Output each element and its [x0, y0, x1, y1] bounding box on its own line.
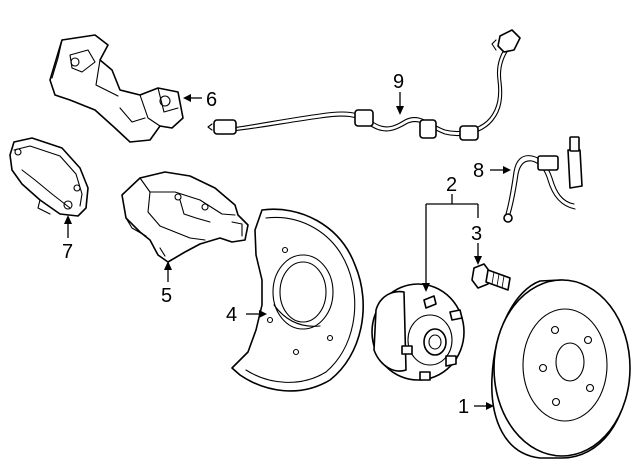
leader-lines — [64, 92, 511, 410]
callout-6: 6 — [206, 89, 217, 111]
callout-8: 8 — [473, 160, 484, 182]
brake-hose-icon — [503, 136, 583, 223]
callout-3: 3 — [471, 223, 482, 245]
callout-4: 4 — [226, 304, 237, 326]
rotor-icon — [491, 279, 631, 459]
caliper-icon — [121, 171, 249, 263]
callout-1: 1 — [458, 396, 469, 418]
splash-shield-icon — [231, 208, 364, 392]
callout-9: 9 — [393, 71, 404, 93]
brake-pad-icon — [9, 137, 89, 217]
callout-5: 5 — [161, 285, 172, 307]
callout-2: 2 — [446, 174, 457, 196]
wheel-speed-sensor-icon — [207, 29, 521, 141]
caliper-bracket-icon — [49, 34, 184, 143]
bolt-icon — [471, 263, 511, 291]
hub-bearing-icon — [371, 283, 465, 381]
callout-7: 7 — [62, 241, 73, 263]
